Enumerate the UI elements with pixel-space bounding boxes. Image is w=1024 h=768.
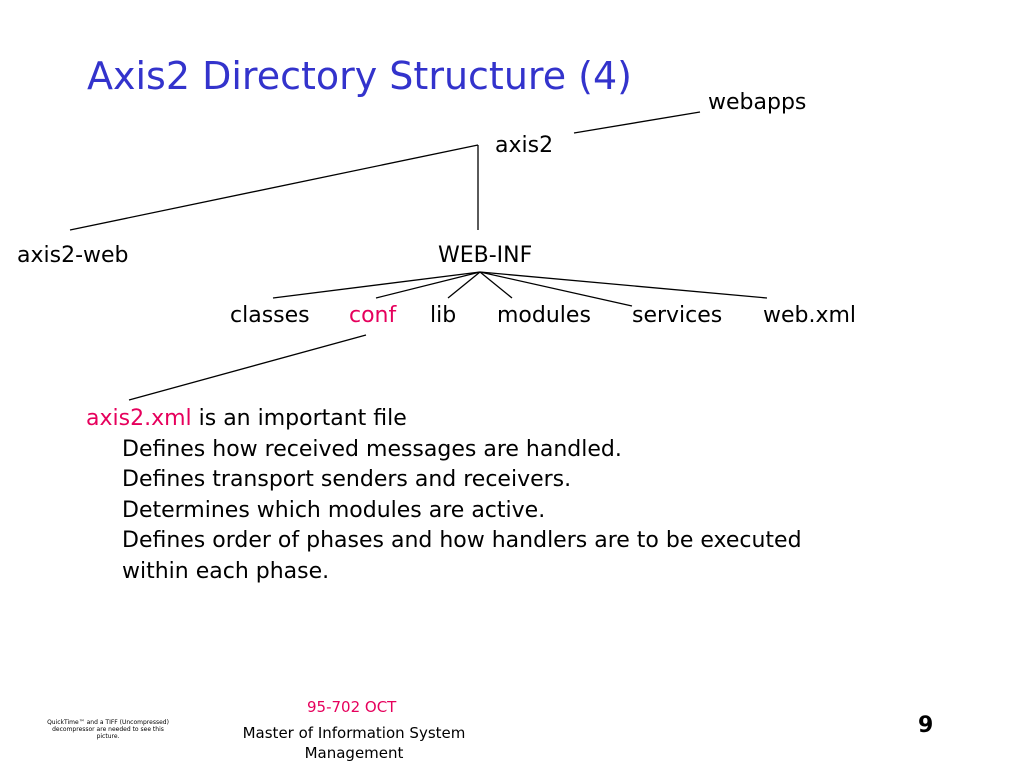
node-services: services [632, 303, 723, 328]
connector-axis2-axis2web [69, 144, 479, 231]
slide-title: Axis2 Directory Structure (4) [87, 54, 632, 98]
note-lead-rest: is an important file [191, 406, 407, 431]
connector-webinf-modules [479, 271, 513, 299]
note-lead: axis2.xml is an important file [86, 404, 802, 435]
node-webapps: webapps [708, 90, 807, 115]
note-point: Defines transport senders and receivers. [122, 467, 572, 493]
node-modules: modules [497, 303, 591, 328]
footer-course-code: 95-702 OCT [307, 698, 397, 716]
connector-webinf-webxml [479, 271, 768, 299]
note-point: Defines how received messages are handle… [122, 436, 622, 462]
connector-webinf-conf [375, 271, 481, 299]
connector-webinf-lib [447, 271, 481, 299]
node-lib: lib [430, 303, 457, 328]
node-web-inf: WEB-INF [438, 243, 533, 268]
page-number: 9 [918, 713, 934, 738]
node-axis2-web: axis2-web [17, 243, 129, 268]
connector-webinf-classes [272, 271, 481, 299]
node-web-xml: web.xml [763, 303, 857, 328]
node-conf: conf [349, 303, 397, 328]
footer-program-name: Master of Information System Management [242, 724, 466, 762]
note-point: Determines which modules are active. [122, 497, 546, 523]
note-point: within each phase. [122, 558, 330, 584]
quicktime-placeholder-notice: QuickTime™ and a TIFF (Uncompressed) dec… [47, 719, 169, 740]
node-classes: classes [230, 303, 310, 328]
node-axis2: axis2 [495, 133, 554, 158]
note-file-name: axis2.xml [86, 406, 192, 431]
note-point: Defines order of phases and how handlers… [122, 528, 802, 554]
connector-webapps-axis2 [573, 111, 701, 134]
connector-conf-note [128, 334, 367, 401]
connector-webinf-services [479, 271, 633, 307]
axis2-xml-description: axis2.xml is an important file Defines h… [86, 404, 802, 588]
